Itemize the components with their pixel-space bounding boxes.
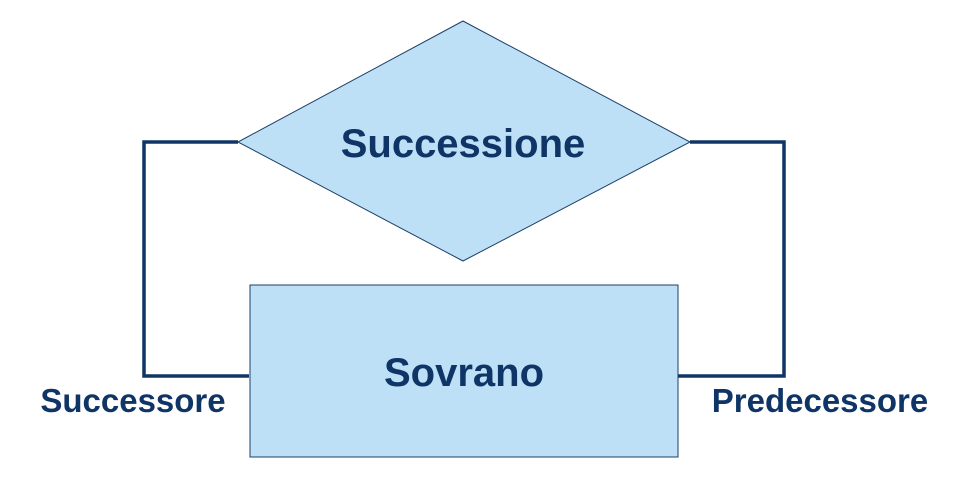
entity-box [249,284,679,458]
entity-label: Sovrano [384,351,544,395]
predecessore-connector [678,140,786,378]
connectors [142,140,786,378]
successore-connector [142,140,249,378]
relationship-diamond [236,20,692,262]
role-label-right: Predecessore [712,382,928,419]
relationship-label: Successione [341,122,586,166]
role-label-left: Successore [40,382,225,419]
